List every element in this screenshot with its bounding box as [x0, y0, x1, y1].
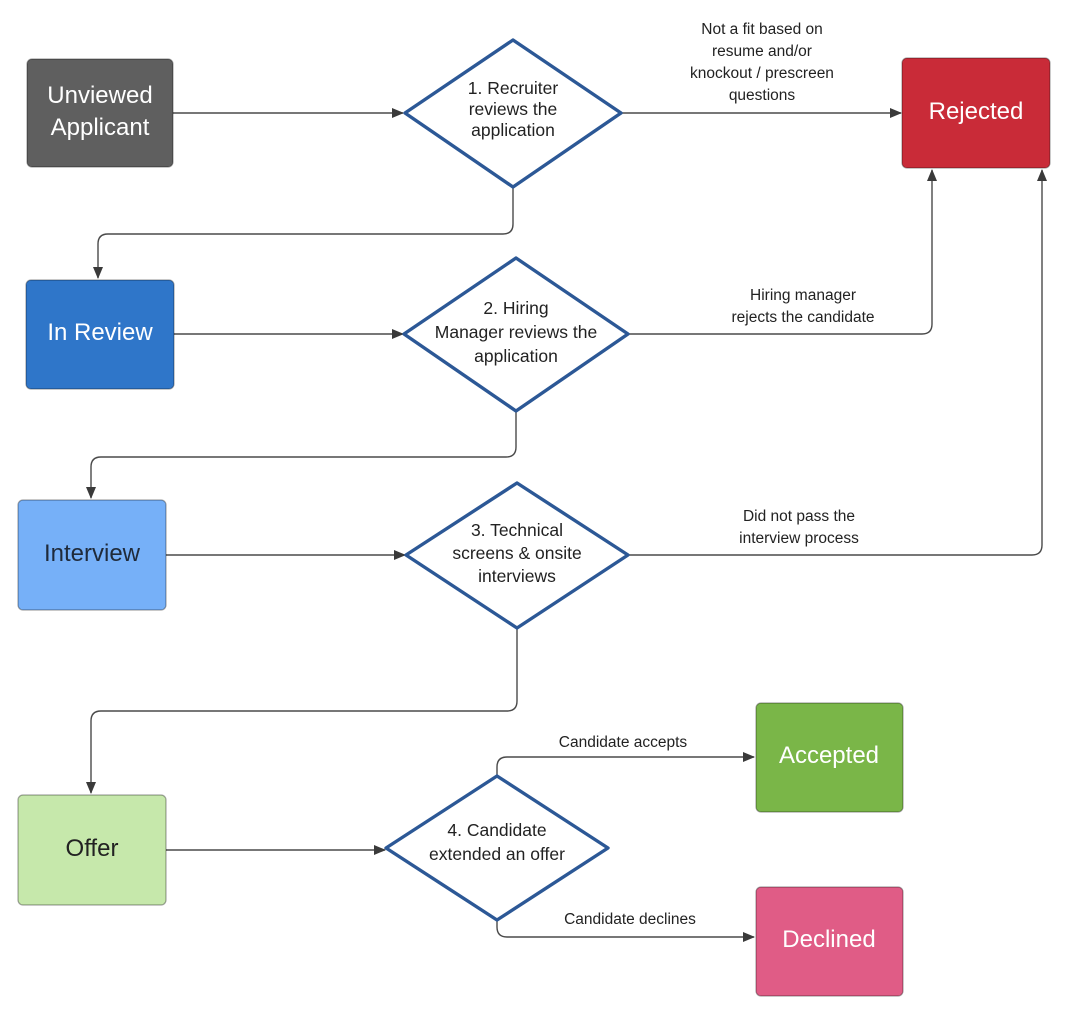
state-declined[interactable]: Declined: [755, 886, 904, 997]
state-box: [901, 57, 1051, 169]
state-box: [17, 794, 167, 906]
text-line: questions: [729, 87, 796, 104]
state-label: Accepted: [779, 742, 879, 769]
state-box: [755, 886, 904, 997]
text-line: Candidate accepts: [559, 734, 688, 751]
text-line: 2. Hiring: [483, 298, 548, 318]
decision-candidate-offer[interactable]: 4. Candidate extended an offer: [384, 774, 610, 922]
state-in-review[interactable]: In Review: [25, 279, 175, 390]
text-line: Declined: [782, 926, 875, 953]
text-line: extended an offer: [429, 844, 565, 864]
edge-label-did-not-pass: Did not pass the interview process: [739, 508, 859, 547]
text-line: 3. Technical: [471, 520, 563, 540]
text-line: Offer: [66, 835, 119, 862]
state-label: In Review: [47, 319, 153, 346]
text-line: interviews: [478, 566, 556, 586]
decision-diamond: [404, 481, 630, 630]
state-label: Declined: [782, 926, 875, 953]
state-box: [26, 58, 174, 168]
decision-label: 3. Technical screens & onsite interviews: [452, 520, 581, 586]
text-line: Candidate declines: [564, 911, 696, 928]
decision-diamond: [403, 38, 623, 189]
text-line: Accepted: [779, 742, 879, 769]
state-rejected[interactable]: Rejected: [901, 57, 1051, 169]
decision-diamond: [402, 256, 630, 413]
decision-label: 4. Candidate extended an offer: [429, 820, 565, 864]
state-offer[interactable]: Offer: [17, 794, 167, 906]
edge-d4-to-declined: [496, 920, 755, 942]
text-line: In Review: [47, 319, 153, 346]
text-line: 1. Recruiter: [468, 78, 559, 98]
text-line: knockout / prescreen: [690, 65, 834, 82]
text-line: application: [474, 346, 558, 366]
edge-d3-to-rejected: [628, 169, 1047, 556]
text-line: rejects the candidate: [731, 309, 874, 326]
text-line: reviews the: [469, 99, 558, 119]
edge-d3-to-offer: [86, 628, 518, 794]
edge-d2-to-interview: [86, 411, 517, 499]
state-box: [25, 279, 175, 390]
text-line: Interview: [44, 540, 141, 567]
state-label: Offer: [66, 835, 119, 862]
edge-d2-to-rejected: [628, 169, 937, 335]
text-line: Not a fit based on: [701, 21, 823, 38]
text-line: resume and/or: [712, 43, 812, 60]
text-line: application: [471, 120, 555, 140]
text-line: screens & onsite: [452, 543, 581, 563]
state-label: Rejected: [929, 98, 1024, 125]
text-line: 4. Candidate: [447, 820, 546, 840]
text-line: Unviewed: [47, 82, 152, 109]
text-line: Hiring manager: [750, 287, 856, 304]
state-accepted[interactable]: Accepted: [755, 702, 904, 813]
text-line: Manager reviews the: [435, 322, 597, 342]
edge-label-manager-rejects: Hiring manager rejects the candidate: [731, 287, 874, 326]
state-box: [17, 499, 167, 611]
text-line: interview process: [739, 530, 859, 547]
decision-technical-screens[interactable]: 3. Technical screens & onsite interviews: [404, 481, 630, 630]
connectors: [86, 108, 1047, 942]
edge-label-not-a-fit: Not a fit based on resume and/or knockout …: [690, 21, 834, 104]
edge-label-candidate-accepts: Candidate accepts: [559, 734, 688, 751]
state-box: [755, 702, 904, 813]
edge-d4-to-accepted: [496, 752, 755, 776]
text-line: Rejected: [929, 98, 1024, 125]
text-line: Did not pass the: [743, 508, 855, 525]
state-label: Interview: [44, 540, 141, 567]
decision-diamond: [384, 774, 610, 922]
edge-d1-to-in-review: [93, 187, 514, 279]
text-line: Applicant: [51, 114, 150, 141]
edge-label-candidate-declines: Candidate declines: [564, 911, 696, 928]
state-interview[interactable]: Interview: [17, 499, 167, 611]
